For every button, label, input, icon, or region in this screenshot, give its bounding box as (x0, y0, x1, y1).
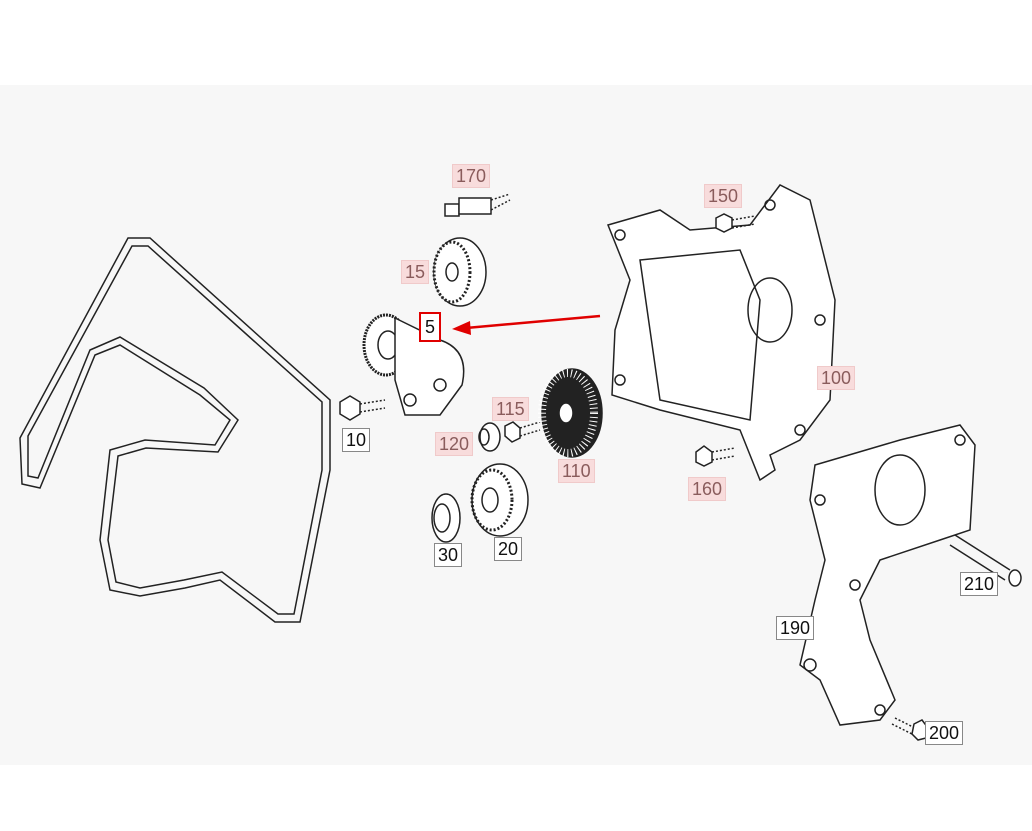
callout-190[interactable]: 190 (776, 616, 815, 640)
callout-10[interactable]: 10 (342, 428, 371, 452)
bolt-200[interactable] (891, 717, 929, 741)
callout-100[interactable]: 100 (817, 366, 856, 390)
bolt-160[interactable] (695, 445, 736, 467)
bolt-150[interactable] (715, 213, 756, 233)
callout-110[interactable]: 110 (558, 459, 595, 483)
bolt-170[interactable] (444, 193, 511, 217)
belt-tensioner-5[interactable] (362, 313, 465, 416)
callout-160[interactable]: 160 (688, 477, 727, 501)
callout-115[interactable]: 115 (492, 397, 529, 421)
bracket-100[interactable] (606, 184, 836, 482)
callout-5-selected[interactable]: 5 (419, 312, 442, 342)
callout-15[interactable]: 15 (401, 260, 430, 284)
pulley-15[interactable] (432, 237, 487, 307)
callout-120[interactable]: 120 (435, 432, 474, 456)
callout-30[interactable]: 30 (434, 543, 463, 567)
callout-200[interactable]: 200 (925, 721, 964, 745)
bracket-190[interactable] (799, 424, 976, 726)
drive-belt[interactable] (19, 237, 331, 623)
bolt-115[interactable] (504, 421, 541, 443)
cover-cap-30[interactable] (431, 493, 461, 543)
callout-20[interactable]: 20 (494, 537, 523, 561)
pulley-20[interactable] (470, 463, 529, 537)
bolt-10[interactable] (339, 395, 386, 421)
selection-arrow (452, 314, 601, 335)
pulley-110[interactable] (538, 368, 603, 458)
callout-150[interactable]: 150 (704, 184, 743, 208)
spacer-120[interactable] (478, 422, 501, 452)
bolt-210[interactable] (949, 534, 1022, 587)
callout-210[interactable]: 210 (960, 572, 999, 596)
callout-170[interactable]: 170 (452, 164, 491, 188)
